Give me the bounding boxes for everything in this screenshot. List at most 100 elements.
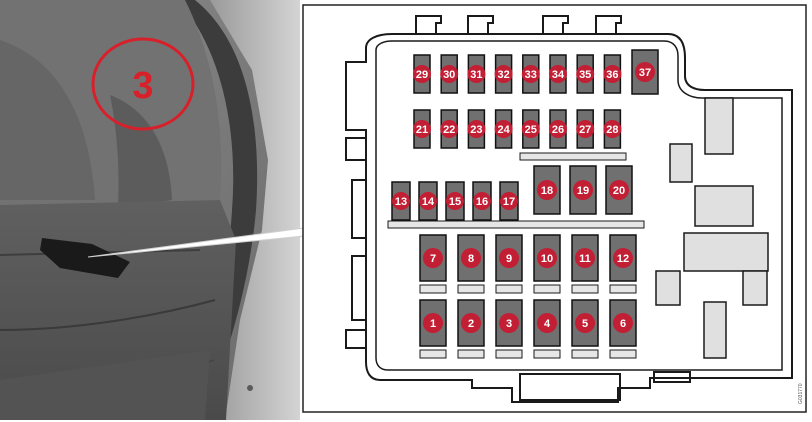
fuse-number-24: 24: [497, 124, 510, 136]
fuse-15: 15: [445, 181, 465, 221]
fuse-7: 7: [419, 234, 447, 282]
fuse-3: 3: [495, 299, 523, 347]
fuse-number-35: 35: [579, 69, 591, 81]
fuse-number-16: 16: [476, 196, 488, 208]
fuse-24: 24: [494, 109, 513, 149]
fuse-5: 5: [571, 299, 599, 347]
fuse-17: 17: [499, 181, 519, 221]
fuse-box-outline: [345, 15, 793, 403]
fuse-badge-32: [494, 65, 513, 83]
fuse-34: 34: [549, 54, 567, 94]
fuse-4: 4: [533, 299, 561, 347]
fuse-18: 18: [533, 165, 561, 215]
fuse-badge-36: [603, 65, 622, 83]
fuse-number-3: 3: [506, 318, 512, 330]
fuse-badge-3: [499, 313, 519, 333]
fuse-number-14: 14: [422, 196, 435, 208]
fuse-badge-5: [575, 313, 595, 333]
fuse-badge-2: [461, 313, 481, 333]
fuse-number-29: 29: [416, 69, 428, 81]
fuse-number-31: 31: [470, 69, 482, 81]
fuse-number-4: 4: [544, 318, 551, 330]
relay-blocks: [655, 97, 769, 359]
fuse-badge-21: [413, 120, 431, 138]
fuse-6: 6: [609, 299, 637, 347]
fuse-badge-7: [423, 248, 443, 268]
fuse-badge-16: [473, 192, 491, 210]
fuse-number-10: 10: [541, 253, 553, 265]
fuse-number-2: 2: [468, 318, 474, 330]
fuse-number-21: 21: [416, 124, 428, 136]
fuse-16: 16: [472, 181, 492, 221]
fuse-badge-24: [494, 120, 513, 138]
fuse-36: 36: [603, 54, 622, 94]
fuse-26: 26: [549, 109, 567, 149]
fuse-badge-31: [467, 65, 486, 83]
fuse-31: 31: [467, 54, 486, 94]
fuse-badge-6: [613, 313, 633, 333]
fuse-number-20: 20: [613, 185, 625, 197]
fuse-number-37: 37: [639, 67, 651, 79]
fuse-badge-9: [499, 248, 519, 268]
fuse-1: 1: [419, 299, 447, 347]
fuse-badge-26: [549, 120, 567, 138]
fuse-35: 35: [576, 54, 595, 94]
fuse-number-1: 1: [430, 318, 436, 330]
photo-code: G031770: [798, 383, 804, 404]
fuse-badge-33: [521, 65, 540, 83]
fuse-badge-34: [549, 65, 567, 83]
fuse-28: 28: [603, 109, 622, 149]
fuse-27: 27: [576, 109, 595, 149]
fuse-badge-4: [537, 313, 557, 333]
fuse-number-13: 13: [395, 196, 407, 208]
fuse-badge-15: [446, 192, 464, 210]
fuse-33: 33: [521, 54, 540, 94]
fuse-number-6: 6: [620, 318, 626, 330]
fuse-number-7: 7: [430, 253, 436, 265]
fuse-badge-11: [575, 248, 595, 268]
fuse-holder-strips: [387, 152, 645, 359]
fuse-badge-30: [440, 65, 459, 83]
fuse-25: 25: [521, 109, 540, 149]
fuse-badge-14: [419, 192, 437, 210]
fuse-number-25: 25: [525, 124, 537, 136]
fuse-badge-1: [423, 313, 443, 333]
fuse-badge-10: [537, 248, 557, 268]
fuse-badge-28: [603, 120, 622, 138]
fuse-badge-37: [635, 62, 655, 82]
fuse-32: 32: [494, 54, 513, 94]
fuse-9: 9: [495, 234, 523, 282]
fuse-number-28: 28: [606, 124, 618, 136]
fuse-number-27: 27: [579, 124, 591, 136]
fuse-10: 10: [533, 234, 561, 282]
fuse-number-9: 9: [506, 253, 512, 265]
fuse-29: 29: [413, 54, 431, 94]
fuse-badge-12: [613, 248, 633, 268]
fuse-badge-29: [413, 65, 431, 83]
fuse-19: 19: [569, 165, 597, 215]
fuse-badge-25: [521, 120, 540, 138]
fuse-number-12: 12: [617, 253, 629, 265]
fuse-badge-17: [500, 192, 518, 210]
callout-number: 3: [132, 65, 153, 107]
fuse-badge-8: [461, 248, 481, 268]
fuse-number-17: 17: [503, 196, 515, 208]
fuse-30: 30: [440, 54, 459, 94]
fuse-number-32: 32: [497, 69, 509, 81]
fuse-badge-18: [537, 180, 557, 200]
fuse-number-36: 36: [606, 69, 618, 81]
fuse-2: 2: [457, 299, 485, 347]
fuse-13: 13: [391, 181, 411, 221]
fuse-number-33: 33: [525, 69, 537, 81]
fuse-number-15: 15: [449, 196, 461, 208]
fuse-badge-23: [467, 120, 486, 138]
fuse-badge-27: [576, 120, 595, 138]
fuse-number-30: 30: [443, 69, 455, 81]
fuse-8: 8: [457, 234, 485, 282]
fuse-22: 22: [440, 109, 459, 149]
fuse-11: 11: [571, 234, 599, 282]
fuse-badge-22: [440, 120, 459, 138]
fuse-number-5: 5: [582, 318, 588, 330]
fuse-number-18: 18: [541, 185, 553, 197]
